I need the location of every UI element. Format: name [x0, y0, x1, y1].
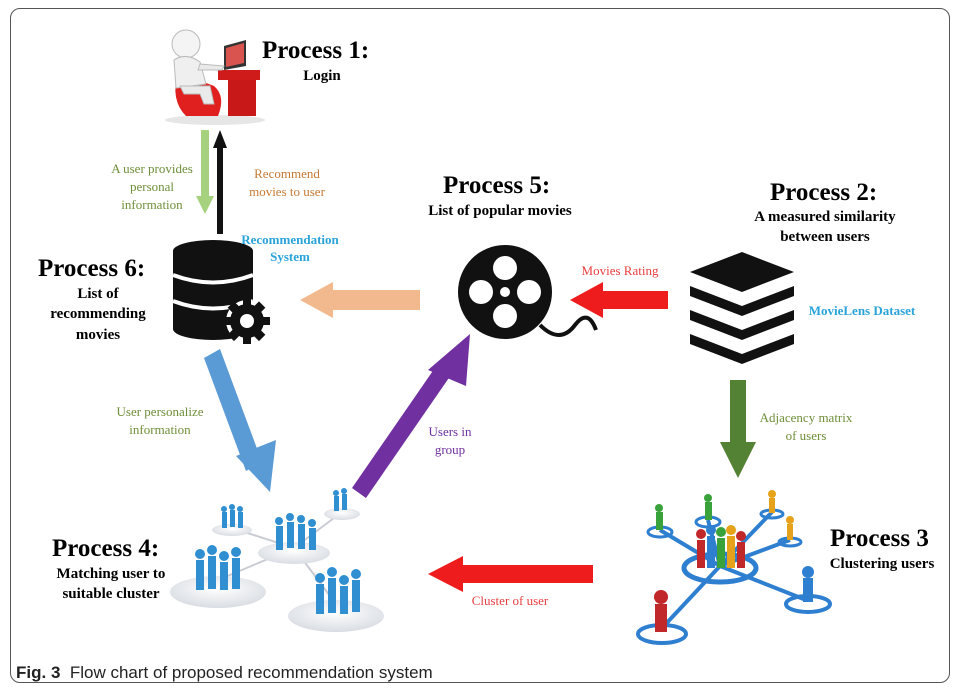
process1-subtitle: Login [303, 68, 341, 84]
users-group-arrow [352, 334, 470, 498]
process2-subtitle: A measured similarity between users [720, 207, 930, 248]
personalize-label: User personalize information [100, 403, 220, 439]
process6-subtitle-line2: recommending [50, 306, 146, 323]
adjacency-arrow [720, 380, 756, 478]
user-at-laptop-icon [165, 29, 265, 125]
process2-title: Process 2: [770, 179, 878, 206]
recommend-line1: Recommend [254, 166, 320, 181]
clustered-people-icon [636, 490, 832, 645]
process2-subtitle-line2: between users [780, 229, 870, 246]
process3-title: Process 3 [830, 525, 929, 552]
process2-subtitle-line1: A measured similarity [754, 209, 896, 225]
movielens-label: MovieLens Dataset [808, 303, 916, 318]
popular-to-recommend-arrow [300, 282, 420, 318]
cluster-of-user-arrow [428, 556, 593, 592]
personalize-arrow [204, 349, 276, 492]
cluster-of-user-label: Cluster of user [471, 593, 549, 608]
user-provides-line3: information [121, 197, 183, 213]
recommend-line2: movies to user [249, 184, 325, 200]
database-gear-icon [172, 240, 270, 344]
user-provides-line1: A user provides [111, 161, 193, 176]
recommend-arrow [213, 130, 227, 234]
process1-title: Process 1: [262, 37, 370, 64]
process5-title: Process 5: [443, 172, 551, 199]
process3-subtitle: Clustering users [829, 556, 935, 572]
process6-title: Process 6: [38, 255, 146, 282]
user-provides-line2: personal [129, 179, 175, 195]
process4-subtitle-line1: Matching user to [56, 566, 166, 582]
users-group-label: Users in group [410, 423, 490, 459]
caption-text: Flow chart of proposed recommendation sy… [69, 663, 433, 682]
recommendation-system-label: Recommendation System [230, 232, 350, 266]
caption-fig: Fig. 3 [16, 663, 61, 682]
process4-subtitle-line2: suitable cluster [62, 586, 160, 603]
process4-subtitle: Matching user to suitable cluster [36, 564, 186, 605]
movies-rating-label: Movies Rating [581, 263, 659, 278]
film-reel-icon [458, 245, 598, 339]
adjacency-line2: of users [785, 428, 827, 444]
personalize-line2: information [129, 422, 191, 438]
figure-frame [10, 8, 950, 683]
process6-subtitle: List of recommending movies [28, 284, 168, 345]
recommend-label: Recommend movies to user [232, 165, 342, 201]
personalize-line1: User personalize [116, 404, 204, 419]
users-group-line2: group [434, 442, 466, 458]
process5-subtitle: List of popular movies [428, 203, 572, 219]
rec-system-line1: Recommendation [241, 232, 339, 247]
process6-subtitle-line3: movies [75, 326, 121, 343]
users-group-line1: Users in [428, 424, 472, 439]
process4-title: Process 4: [52, 535, 160, 562]
adjacency-label: Adjacency matrix of users [746, 409, 866, 445]
provide-info-arrow [196, 130, 214, 214]
process6-subtitle-line1: List of [77, 286, 119, 302]
user-provides-label: A user provides personal information [96, 160, 208, 215]
movies-rating-arrow [570, 282, 668, 318]
figure-caption: Fig. 3 Flow chart of proposed recommenda… [16, 663, 433, 683]
people-network-icon [170, 488, 384, 632]
rec-system-line2: System [270, 248, 310, 264]
layers-stack-icon [690, 252, 794, 364]
adjacency-line1: Adjacency matrix [759, 410, 853, 425]
